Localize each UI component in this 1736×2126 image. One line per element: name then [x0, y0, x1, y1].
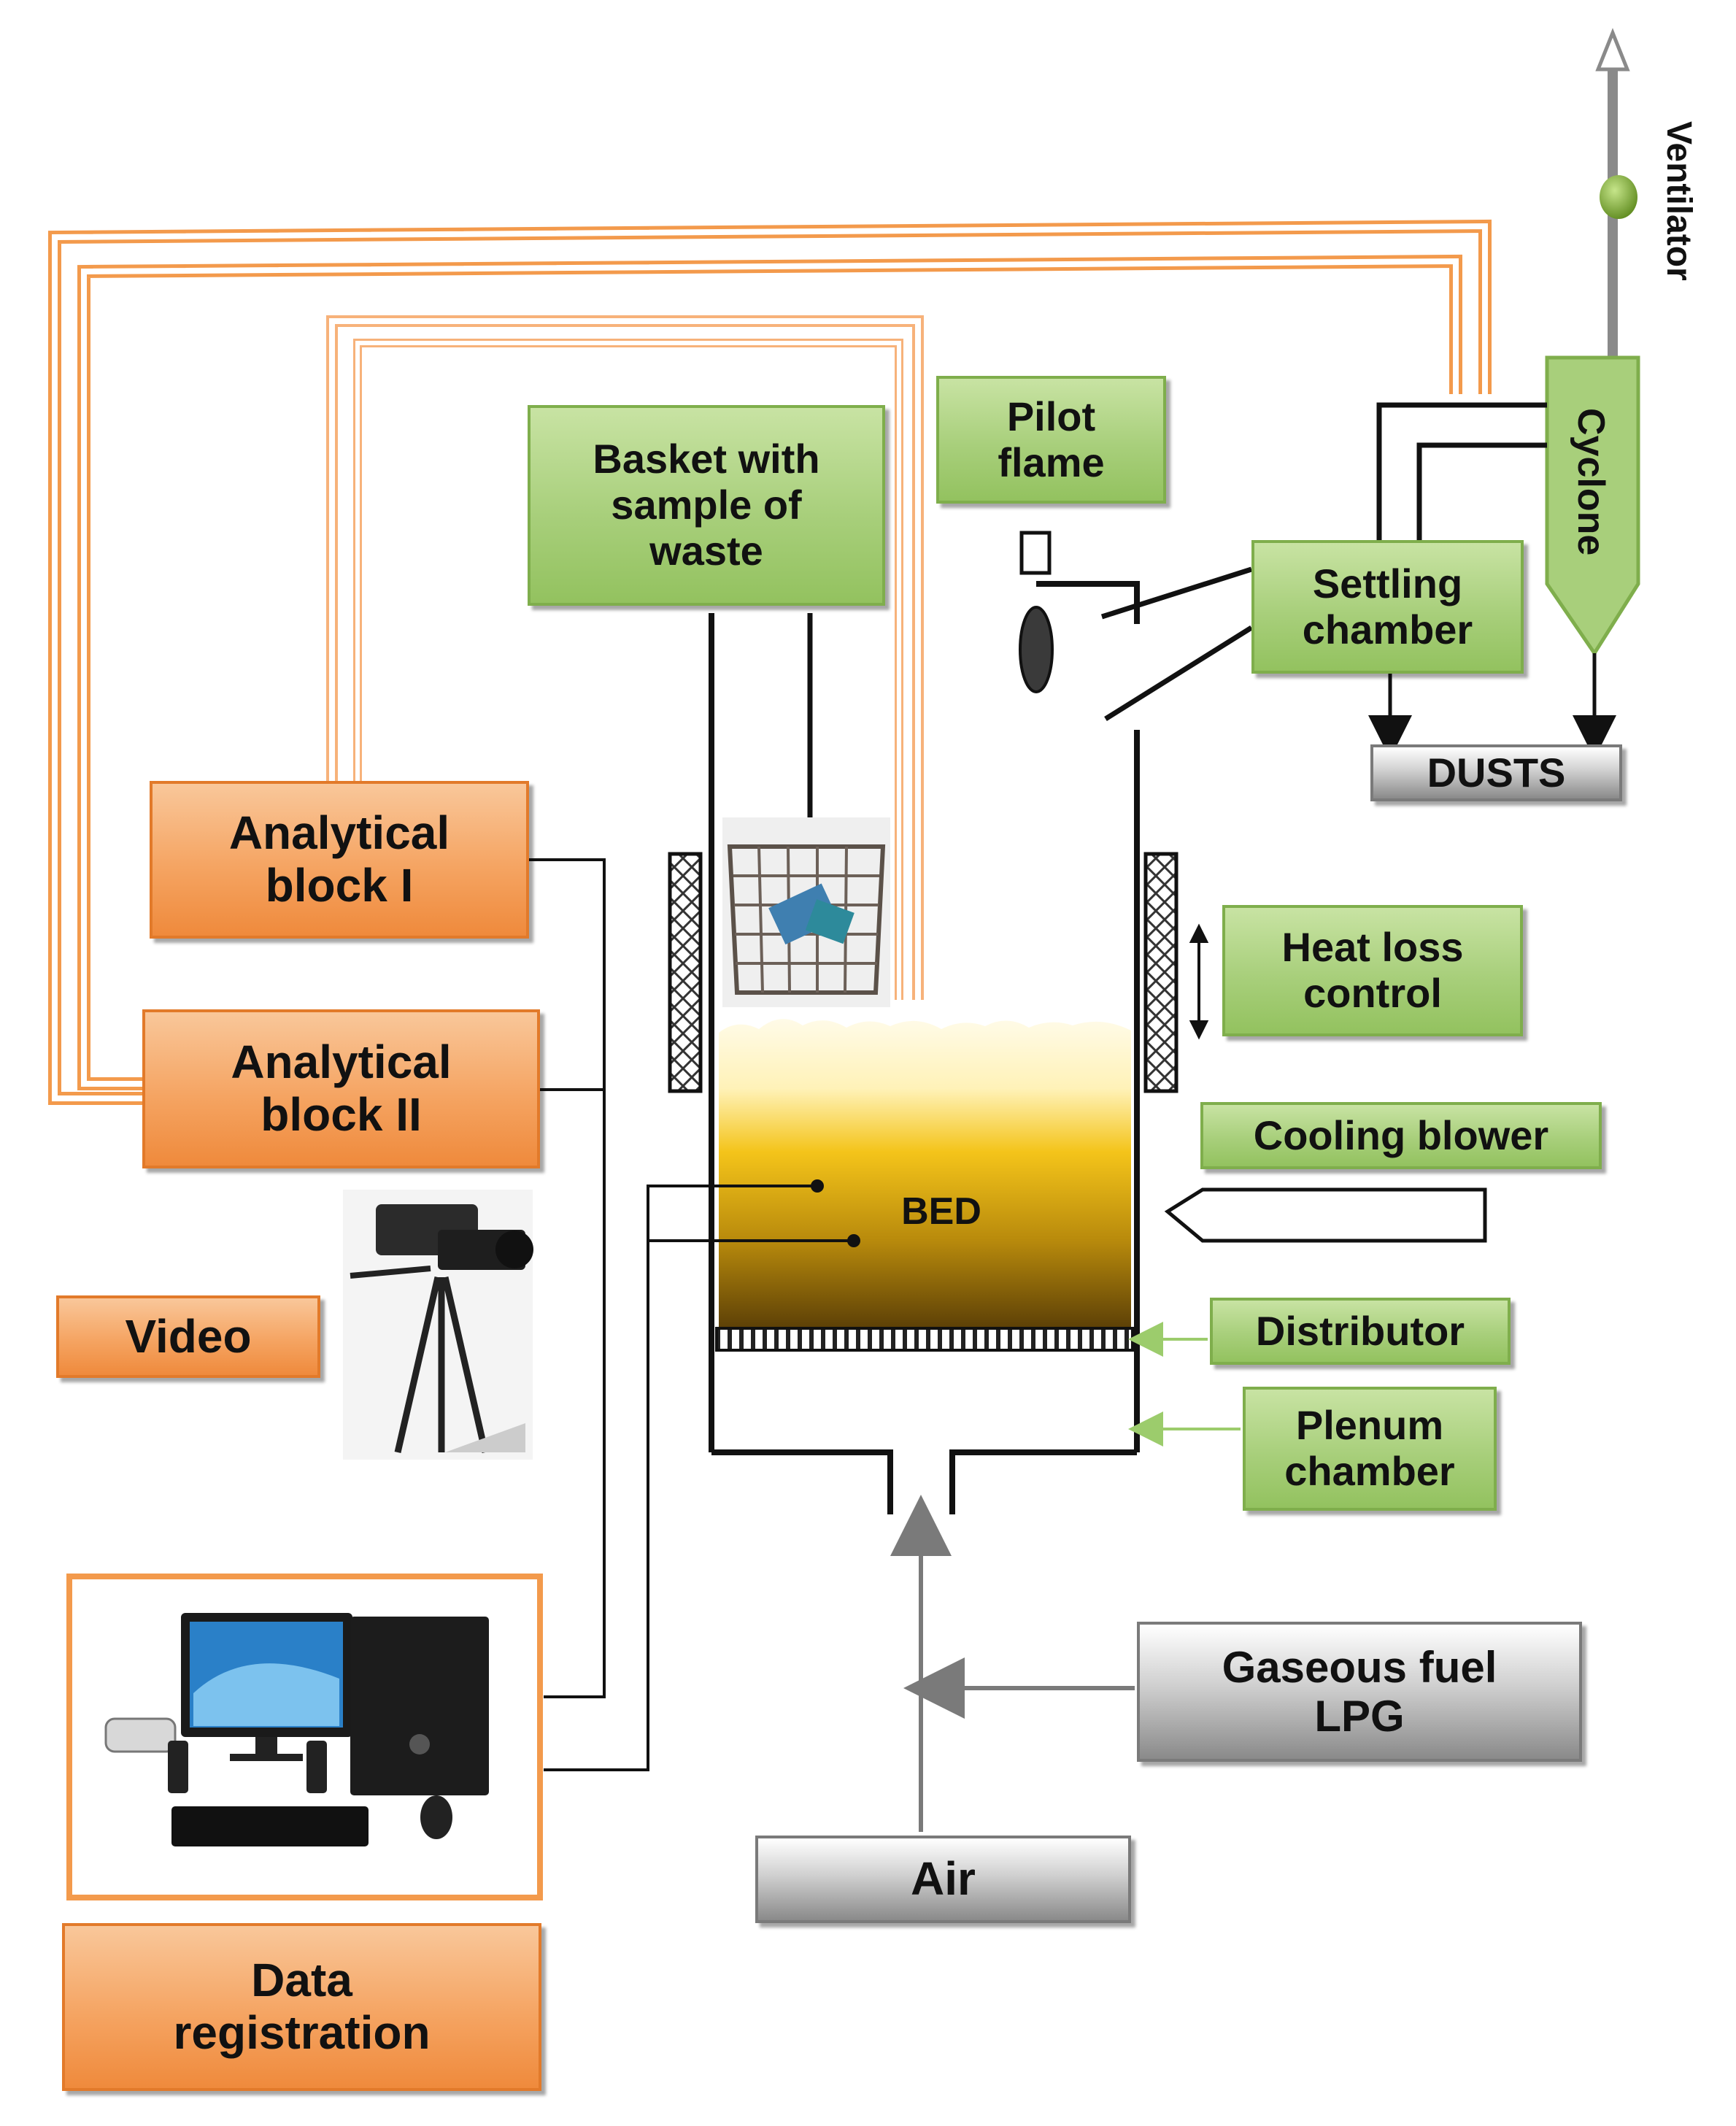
cooling-blower-label: Cooling blower [1200, 1102, 1602, 1169]
sampling-line-block-2 [48, 219, 1492, 1105]
heater-jacket-left [668, 852, 703, 1093]
gaseous-fuel-label: Gaseous fuel LPG [1137, 1622, 1582, 1762]
signal-wires [525, 858, 606, 1698]
cyclone-connection-lines [1100, 402, 1547, 721]
sampling-line-block-1 [326, 315, 924, 1000]
analytical-block-1-label: Analytical block I [150, 781, 529, 939]
bed [719, 1019, 1131, 1336]
heater-jacket-right [1143, 852, 1178, 1093]
thermocouple-point-1 [811, 1179, 824, 1193]
thermocouples [544, 1185, 854, 1771]
pilot-flame-burner [1019, 531, 1054, 693]
distributor-label: Distributor [1210, 1298, 1511, 1365]
video-camera-icon [343, 1190, 533, 1460]
flame-icon [1019, 606, 1054, 693]
bed-label: BED [901, 1190, 981, 1233]
analytical-block-2-label: Analytical block II [142, 1009, 540, 1168]
pilot-flame-label: Pilot flame [936, 376, 1166, 504]
basket-icon [722, 817, 890, 1007]
distributor-plate [715, 1327, 1134, 1352]
basket-label: Basket with sample of waste [528, 405, 885, 606]
heat-loss-control-label: Heat loss control [1222, 905, 1523, 1036]
air-supply-lines [890, 1495, 1135, 1832]
thermocouple-point-2 [847, 1234, 860, 1247]
ventilator-pipe [1595, 28, 1637, 358]
plenum-chamber-label: Plenum chamber [1243, 1387, 1497, 1511]
cyclone-body [1545, 355, 1640, 657]
cooling-blower-nozzle [1164, 1187, 1487, 1243]
video-label: Video [56, 1295, 320, 1378]
air-label: Air [755, 1836, 1131, 1923]
dust-drop-arrows [1368, 653, 1616, 759]
settling-chamber-label: Settling chamber [1251, 540, 1524, 674]
ventilator-label: Ventilator [1659, 120, 1698, 281]
green-pointer-arrows [1128, 1322, 1241, 1447]
data-registration-label: Data registration [62, 1923, 541, 2091]
computer-icon [66, 1574, 543, 1900]
dusts-label: DUSTS [1370, 744, 1622, 801]
cyclone-label: Cyclone [1570, 407, 1613, 556]
ventilator-icon [1600, 175, 1637, 219]
heat-loss-arrow [1189, 923, 1209, 1040]
